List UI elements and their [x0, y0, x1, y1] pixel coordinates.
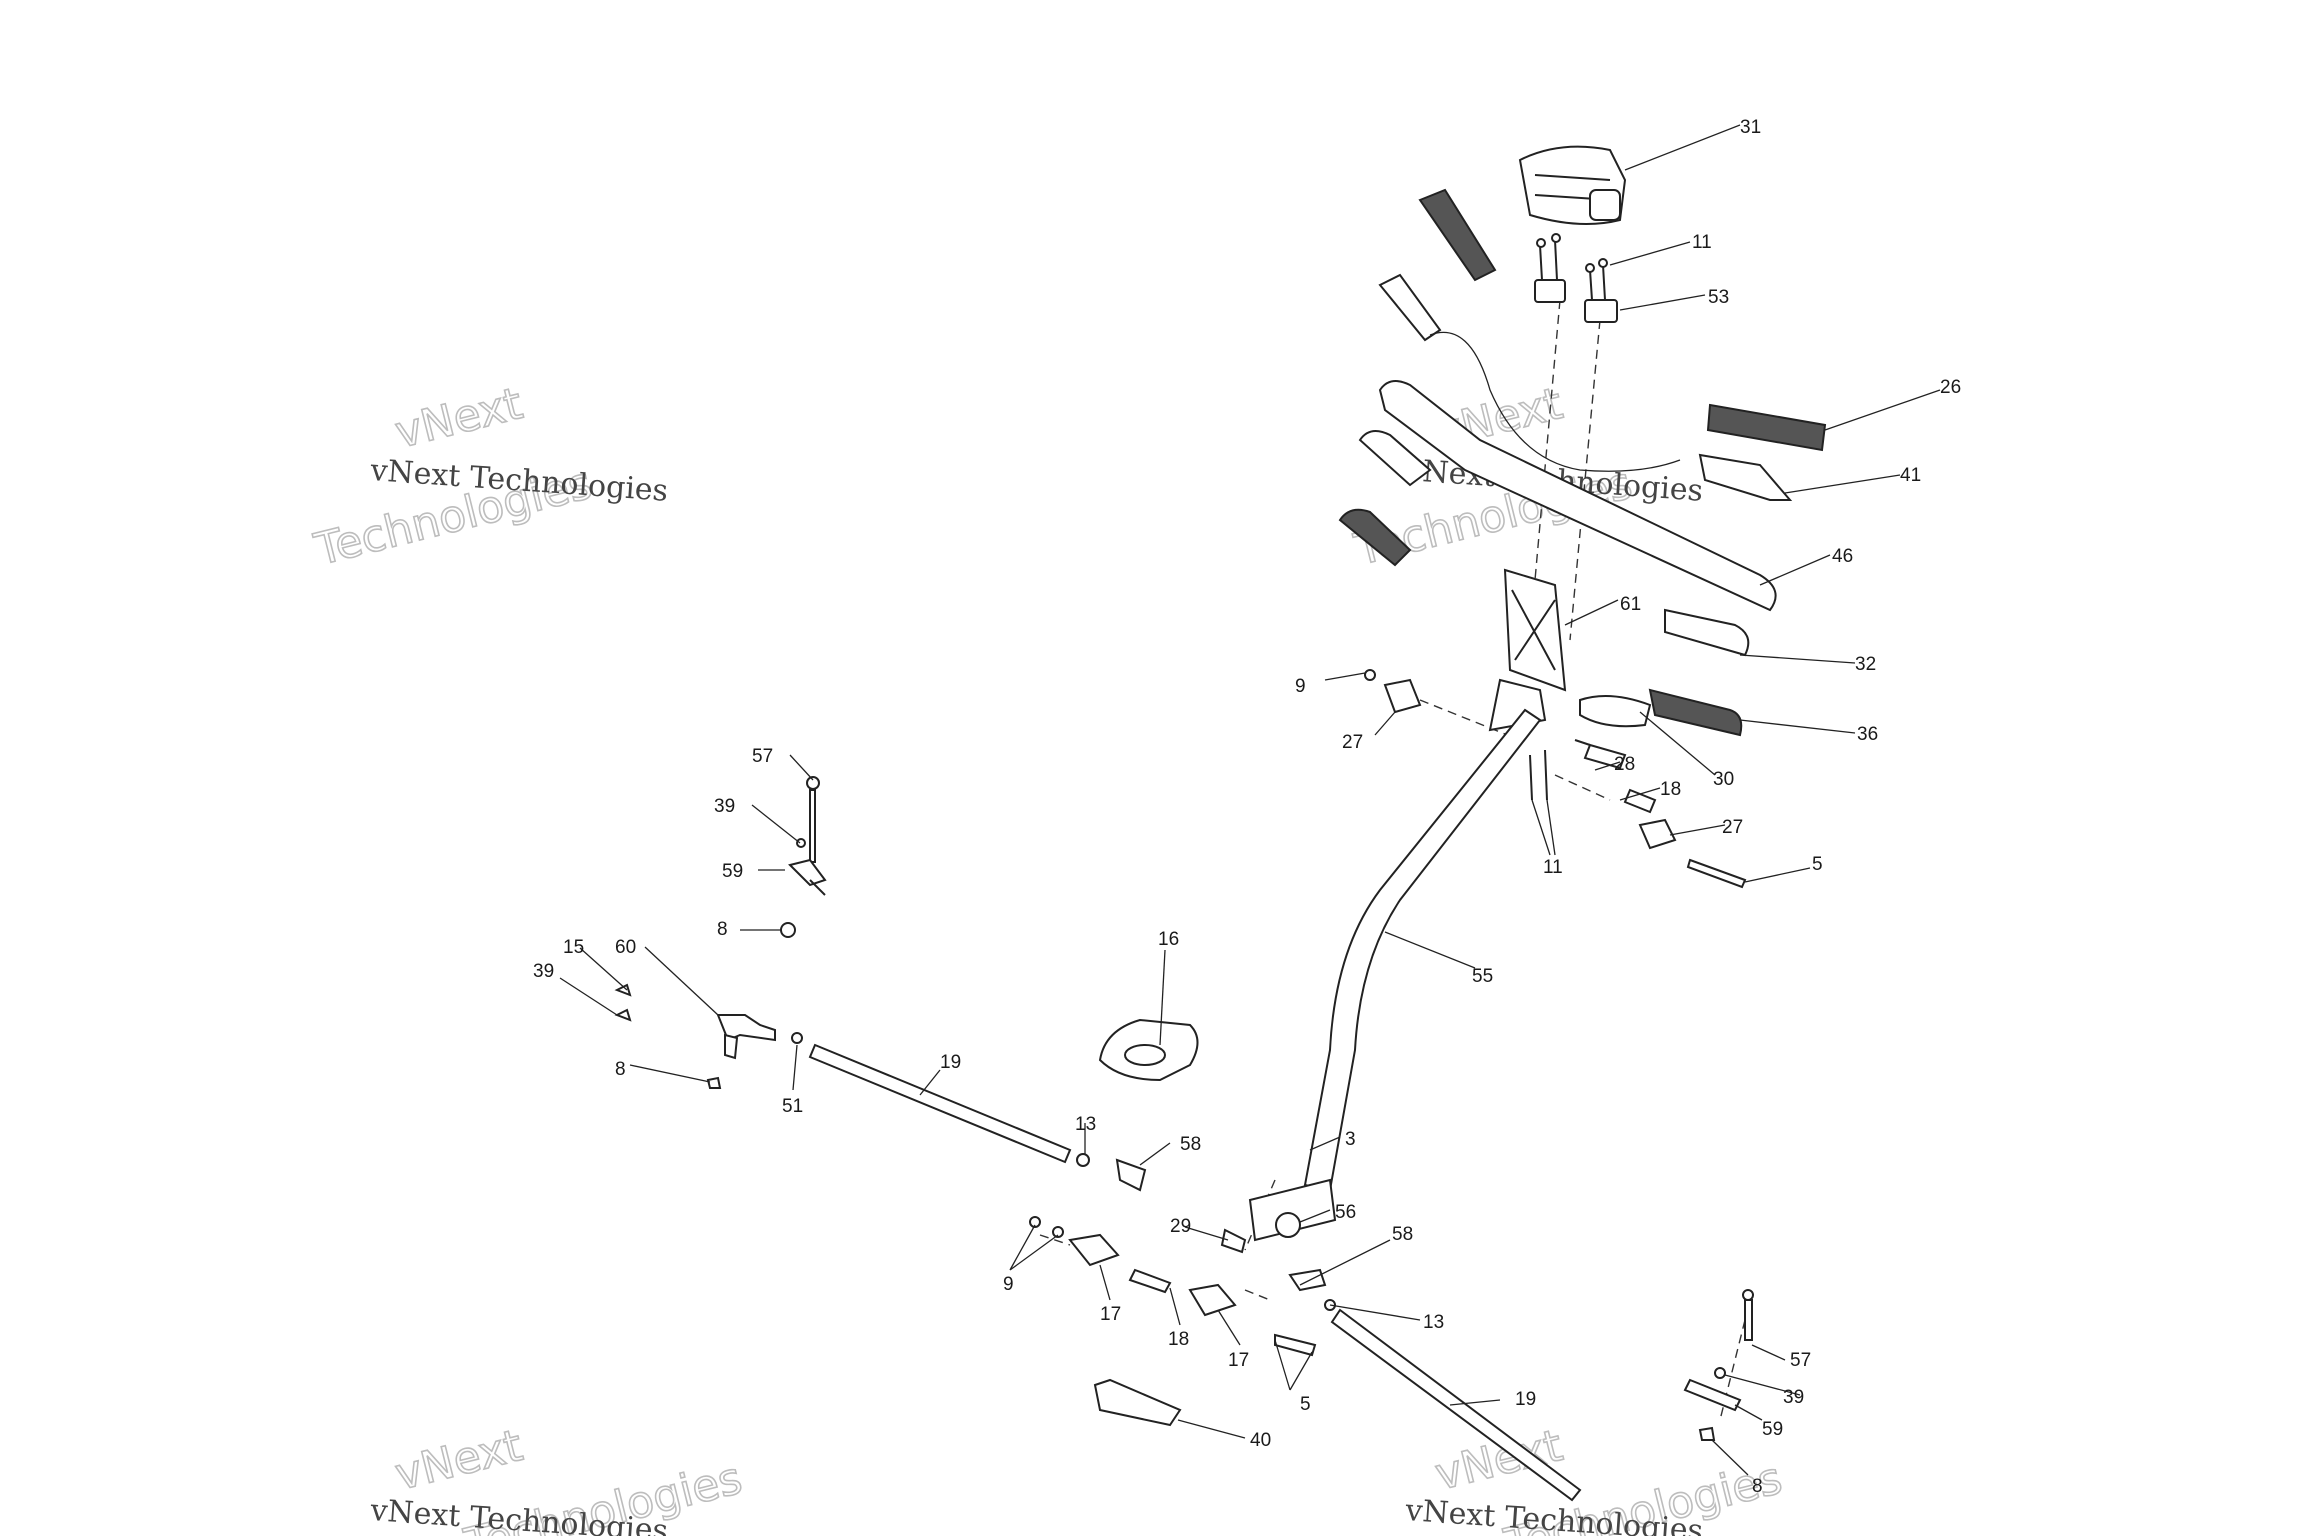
- right-tie-rod-end: [1683, 1289, 1754, 1441]
- callout-11: 11: [1543, 857, 1563, 878]
- callout-29: 29: [1170, 1216, 1191, 1237]
- left-throttle-grip: [1338, 508, 1412, 567]
- callout-59: 59: [722, 861, 743, 882]
- callout-19: 19: [940, 1052, 961, 1073]
- callout-16: 16: [1158, 929, 1179, 950]
- callout-39: 39: [533, 961, 554, 982]
- callout-58: 58: [1392, 1224, 1413, 1245]
- callout-17: 17: [1100, 1304, 1121, 1325]
- callout-55: 55: [1472, 966, 1493, 987]
- handlebar: [1358, 380, 1777, 657]
- callout-8: 8: [1752, 1476, 1763, 1497]
- callout-18: 18: [1168, 1329, 1189, 1350]
- callout-46: 46: [1832, 546, 1853, 567]
- callout-32: 32: [1855, 654, 1876, 675]
- callout-31: 31: [1740, 117, 1761, 138]
- callout-41: 41: [1900, 465, 1921, 486]
- callout-56: 56: [1335, 1202, 1356, 1223]
- callout-27: 27: [1342, 732, 1363, 753]
- handlebar-pad: [1518, 145, 1627, 225]
- watermark-vnext: vNext: [390, 1420, 527, 1501]
- callout-30: 30: [1713, 769, 1734, 790]
- callout-8: 8: [615, 1059, 626, 1080]
- callout-5: 5: [1812, 854, 1823, 875]
- callout-26: 26: [1940, 377, 1961, 398]
- callout-61: 61: [1620, 594, 1641, 615]
- callout-60: 60: [615, 937, 636, 958]
- watermark-bottom-right: vNext Technologies vNext Technologies: [1403, 1419, 1787, 1536]
- left-tie-rod: [614, 776, 1147, 1192]
- callout-58: 58: [1180, 1134, 1201, 1155]
- callout-15: 15: [563, 937, 584, 958]
- callout-59: 59: [1762, 1419, 1783, 1440]
- callout-18: 18: [1660, 779, 1681, 800]
- callout-39: 39: [1783, 1387, 1804, 1408]
- callout-28: 28: [1614, 754, 1635, 775]
- callout-53: 53: [1708, 287, 1729, 308]
- watermark-vnext: vNext: [390, 378, 527, 459]
- callout-9: 9: [1295, 676, 1306, 697]
- right-grip-lower: [1648, 688, 1743, 737]
- callout-labels: 31 11 53 26 41 46 61 32 9 27 36 30 28 18…: [533, 117, 1961, 1497]
- watermark-bottom-left: vNext Technologies vNext Technologies: [368, 1419, 747, 1536]
- skid-plate: [1098, 1018, 1199, 1082]
- callout-57: 57: [1790, 1350, 1811, 1371]
- callout-13: 13: [1075, 1114, 1096, 1135]
- watermark-top-left: vNext Technologies vNext Technologies: [309, 377, 670, 576]
- callout-51: 51: [782, 1096, 803, 1117]
- callout-13: 13: [1423, 1312, 1444, 1333]
- callout-17: 17: [1228, 1350, 1249, 1371]
- callout-27: 27: [1722, 817, 1743, 838]
- left-grip: [1418, 188, 1497, 282]
- callout-40: 40: [1250, 1430, 1271, 1451]
- callout-57: 57: [752, 746, 773, 767]
- callout-9: 9: [1003, 1274, 1014, 1295]
- leader-lines: [559, 124, 1941, 1476]
- steering-bracket: [1503, 568, 1567, 692]
- callout-19: 19: [1515, 1389, 1536, 1410]
- callout-3: 3: [1345, 1129, 1356, 1150]
- callout-5: 5: [1300, 1394, 1311, 1415]
- callout-36: 36: [1857, 724, 1878, 745]
- callout-11: 11: [1692, 232, 1712, 253]
- callout-8: 8: [717, 919, 728, 940]
- throttle-lever: [1378, 273, 1793, 501]
- steering-column: [1248, 678, 1547, 1242]
- callout-39: 39: [714, 796, 735, 817]
- right-grip: [1706, 403, 1827, 452]
- upper-clamps: [1534, 233, 1618, 323]
